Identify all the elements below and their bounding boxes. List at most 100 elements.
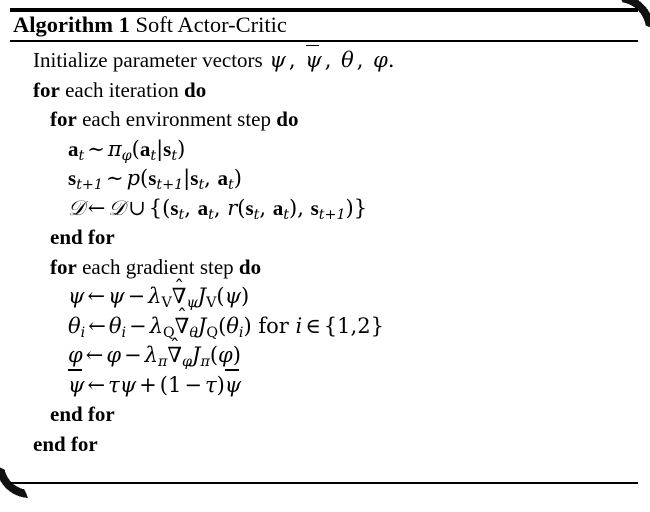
symbol-psi-2: ψ <box>108 284 125 308</box>
subscript-i-1: i <box>80 324 86 341</box>
hat-accent-3: ˆ <box>169 333 180 358</box>
comma-1: , <box>288 48 296 72</box>
symbol-psi-4: ψ <box>119 372 137 397</box>
symbol-mid: | <box>156 136 164 161</box>
subscript-Q-1: Q <box>162 324 175 341</box>
for-env-step-label: each environment step <box>82 107 272 131</box>
symbol-psi-bar: ψ <box>305 44 322 76</box>
subscript-t-4: t <box>198 176 205 193</box>
paren-close-6: ) <box>243 313 252 338</box>
subscript-t-3: t <box>171 147 178 164</box>
subscript-t-8: t <box>253 206 260 223</box>
comma-3: , <box>356 48 364 72</box>
symbol-bold-s-4: s <box>170 195 179 220</box>
symbol-nabla-2: ∇ <box>174 313 190 338</box>
subscript-t: t <box>78 147 85 164</box>
hat-accent-1: ˆ <box>174 274 185 299</box>
symbol-gets-4: ← <box>85 343 104 367</box>
line-replay-buffer: 𝒟←𝒟∪{(st, at, r(st, at), st+1)} <box>0 194 650 224</box>
comma-8: , <box>297 195 304 220</box>
paren-open: ( <box>131 136 140 161</box>
subscript-i-2: i <box>121 324 127 341</box>
symbol-i-4: i <box>295 313 303 338</box>
subscript-phi: φ <box>121 147 132 164</box>
brace-close: } <box>353 195 368 220</box>
algorithm-title-name: Soft Actor-Critic <box>135 12 287 37</box>
brace-close-2: } <box>370 313 384 338</box>
paren-open-4: ( <box>237 195 246 220</box>
symbol-bold-a-3: a <box>217 166 229 190</box>
symbol-psi-3: ψ <box>224 284 242 308</box>
symbol-cup: ∪ <box>128 195 146 220</box>
hat-accent-2: ˆ <box>177 304 187 329</box>
keyword-for-inline: for <box>258 313 289 338</box>
symbol-tau-1: τ <box>108 372 120 397</box>
symbol-bold-s-5: s <box>245 195 254 220</box>
symbol-cal-D-2: 𝒟 <box>108 195 126 220</box>
subscript-psi-1: ψ <box>186 294 198 311</box>
symbol-phi-3: φ <box>218 343 233 367</box>
symbol-gets-5: ← <box>87 372 106 397</box>
comma-7: , <box>259 195 267 220</box>
subscript-t-9: t <box>283 206 290 223</box>
symbol-lambda-3: λ <box>144 343 158 367</box>
algorithm-title-keyword: Algorithm 1 <box>13 12 130 37</box>
symbol-J-3: J <box>192 343 201 367</box>
paren-close-3: ) <box>345 195 354 220</box>
paren-open-3: ( <box>162 195 171 220</box>
line-sample-next-state: st+1∼p(st+1|st, at) <box>0 164 650 194</box>
paren-close-2: ) <box>233 166 242 190</box>
line-for-gradient-step: for each gradient step do <box>0 253 650 283</box>
brace-open: { <box>148 195 163 220</box>
symbol-nabla-hat-2: ˆ∇ <box>174 304 190 342</box>
symbol-minus-1: − <box>127 284 146 308</box>
comma-6: , <box>213 195 221 220</box>
symbol-bold-a-2: a <box>139 136 151 161</box>
value-one-2: 1 <box>167 372 182 397</box>
symbol-bold-a: a <box>68 136 79 161</box>
keyword-do-3: do <box>238 254 262 279</box>
symbol-lambda-2: λ <box>149 313 163 338</box>
symbol-cal-D-1: 𝒟 <box>68 195 85 220</box>
subscript-t-5: t <box>228 176 234 193</box>
line-initialize: Initialize parameter vectors ψ, ψ, θ, φ. <box>0 44 650 76</box>
symbol-r: r <box>227 195 238 220</box>
paren-open-5: ( <box>216 284 225 308</box>
subscript-t-6: t <box>178 206 185 223</box>
subscript-theta-i: θ <box>189 324 198 341</box>
keyword-for-1: for <box>33 77 60 102</box>
bottom-rule <box>10 482 638 484</box>
symbol-J-2: J <box>197 313 207 338</box>
line-end-for-env: end for <box>0 223 650 253</box>
symbol-plus: + <box>139 372 157 397</box>
symbol-psi-bar-1: ψ <box>68 369 84 401</box>
equation-update-target-psi: ψ←τψ+(1−τ)ψ <box>68 369 241 397</box>
subscript-pi-2: π <box>200 353 210 370</box>
top-rule <box>10 8 638 12</box>
line-for-env-step: for each environment step do <box>0 105 650 135</box>
paren-close-4: ) <box>289 195 298 220</box>
symbol-nabla-hat-3: ˆ∇ <box>167 334 182 371</box>
symbol-bold-s-2: s <box>148 166 157 190</box>
symbol-bold-a-4: a <box>197 195 209 220</box>
subscript-phi-1: φ <box>182 353 193 370</box>
symbol-minus-2: − <box>129 313 147 338</box>
paren-open-8: ( <box>159 372 168 397</box>
paren-close-7: ) <box>232 343 241 367</box>
keyword-do-2: do <box>276 107 299 131</box>
comma-4: , <box>204 166 211 190</box>
symbol-mid-2: | <box>183 166 191 190</box>
line-for-iteration: for each iteration do <box>0 76 650 106</box>
symbol-theta: θ <box>341 48 354 72</box>
initialize-label: Initialize parameter vectors <box>33 48 263 72</box>
keyword-end-for-3: end for <box>33 431 98 456</box>
equation-replay-buffer: 𝒟←𝒟∪{(st, at, r(st, at), st+1)} <box>68 195 368 223</box>
subscript-t-plus-1-2: t+1 <box>156 176 184 193</box>
for-gradient-step-label: each gradient step <box>82 254 234 279</box>
line-update-target-psi: ψ←τψ+(1−τ)ψ <box>0 369 650 401</box>
